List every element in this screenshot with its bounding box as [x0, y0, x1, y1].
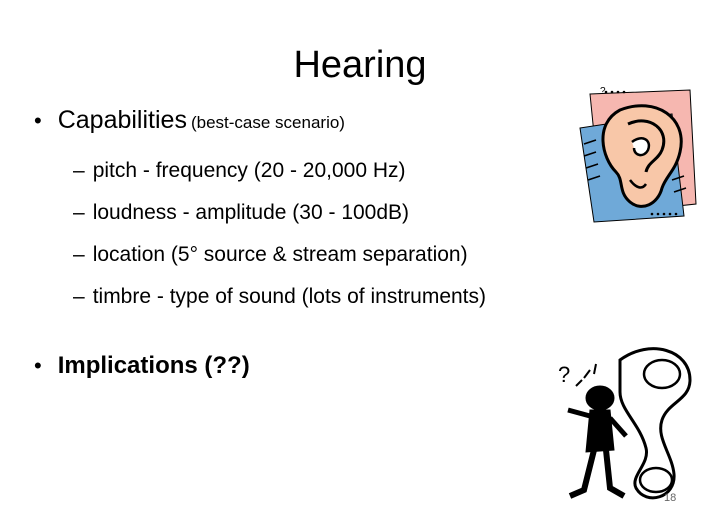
phone-figure-clipart: ?: [558, 347, 692, 500]
subitem-timbre-text: timbre - type of sound (lots of instrume…: [92, 285, 487, 308]
ear-dots: [604, 90, 678, 216]
bullet-capabilities: • Capabilities (best-case scenario): [34, 106, 345, 135]
question-mark-icon: ?: [558, 362, 570, 387]
sub-dash: –: [73, 201, 85, 224]
figure-body: [585, 409, 615, 453]
phone-earpiece: [642, 358, 682, 390]
subitem-location-text: location (5° source & stream separation): [92, 243, 468, 266]
bullet-capabilities-text: Capabilities: [57, 106, 187, 134]
figure-arm-right: [608, 416, 628, 438]
figure-head: [585, 385, 615, 411]
subitem-pitch-text: pitch - frequency (20 - 20,000 Hz): [92, 159, 406, 182]
ear-canal: [631, 137, 651, 157]
capabilities-subitems: –pitch - frequency (20 - 20,000 Hz) –lou…: [73, 150, 486, 318]
figure-leg-right: [603, 449, 626, 499]
figure-leg-left: [568, 449, 597, 499]
bullet-glyph: •: [34, 108, 42, 133]
stick-figure: [567, 385, 628, 499]
subitem-location: –location (5° source & stream separation…: [73, 234, 486, 276]
subitem-loudness-text: loudness - amplitude (30 - 100dB): [92, 201, 410, 224]
ear-hatching: [583, 139, 687, 193]
bullet-capabilities-aside: (best-case scenario): [190, 113, 345, 132]
figure-arm-left: [567, 407, 591, 419]
subitem-pitch: –pitch - frequency (20 - 20,000 Hz): [73, 150, 486, 192]
sub-dash: –: [73, 243, 85, 266]
slide-title: Hearing: [293, 44, 427, 86]
sub-dash: –: [73, 159, 85, 182]
bullet-implications: • Implications (??): [34, 352, 250, 380]
sound-lines: [575, 363, 597, 387]
sub-dash: –: [73, 285, 85, 308]
subitem-loudness: –loudness - amplitude (30 - 100dB): [73, 192, 486, 234]
phone-mouthpiece: [638, 466, 674, 494]
ear-lobe: [629, 179, 648, 189]
bullet-glyph: •: [34, 353, 42, 378]
ear-question-mark-icon: ?: [600, 86, 606, 97]
subitem-timbre: –timbre - type of sound (lots of instrum…: [73, 276, 486, 318]
page-number: 18: [664, 492, 677, 504]
ear-clipart: ?: [579, 86, 697, 223]
bullet-implications-text: Implications (??): [57, 352, 250, 379]
ear-inner-fold: [627, 119, 666, 173]
